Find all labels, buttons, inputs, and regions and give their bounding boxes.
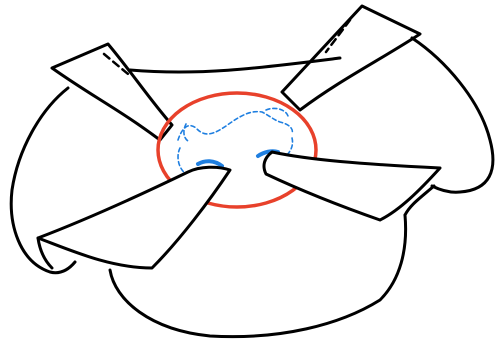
sketch-canvas bbox=[0, 0, 501, 343]
